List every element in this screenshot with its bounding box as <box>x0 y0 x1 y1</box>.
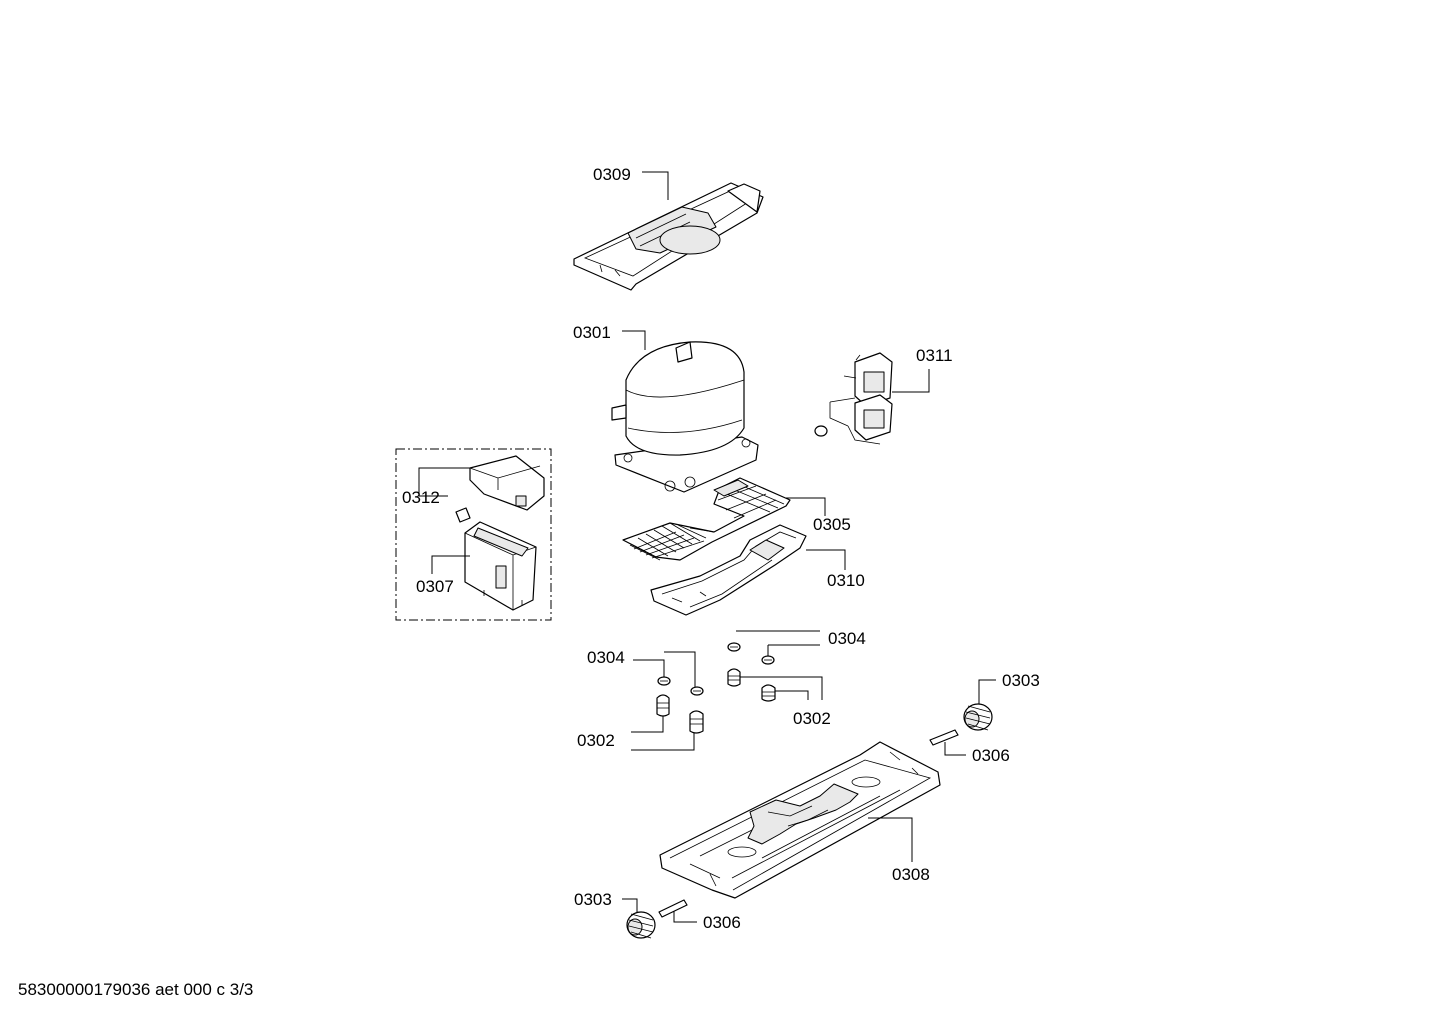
label-0302-right: 0302 <box>793 709 831 728</box>
leader-0303-top <box>978 679 996 704</box>
part-0308-baseplate <box>659 741 941 899</box>
label-0306-bottom: 0306 <box>703 913 741 932</box>
part-0302-grommets-left <box>656 694 704 734</box>
label-0311: 0311 <box>916 346 953 365</box>
label-0302-left: 0302 <box>577 731 615 750</box>
part-0302-grommets-right <box>727 668 776 702</box>
part-0312-cover <box>469 455 545 511</box>
part-0306-pin-bottom <box>658 899 688 918</box>
leader-0310 <box>806 549 846 570</box>
label-0301: 0301 <box>573 323 611 342</box>
label-0305: 0305 <box>813 515 851 534</box>
part-0301-compressor <box>611 341 759 493</box>
part-0305-grid <box>622 477 791 561</box>
part-0304-washers-right <box>727 642 775 665</box>
leader-0309 <box>642 171 669 200</box>
label-0304-right: 0304 <box>828 629 866 648</box>
label-0312: 0312 <box>402 488 440 507</box>
leader-0304-left <box>633 651 696 687</box>
part-0303-foot-bottom <box>626 911 656 939</box>
label-0308: 0308 <box>892 865 930 884</box>
leader-0302-left <box>631 716 695 751</box>
part-0307-module <box>455 507 537 611</box>
leader-0312 <box>418 467 470 497</box>
leader-0303-bottom <box>622 898 638 913</box>
label-0304-left: 0304 <box>587 648 625 667</box>
leader-0305 <box>786 497 826 516</box>
label-0307: 0307 <box>416 577 454 596</box>
label-0306-top: 0306 <box>972 746 1010 765</box>
leader-0306-top <box>944 742 966 756</box>
leader-0304-right <box>736 630 820 656</box>
leader-0311 <box>892 369 930 393</box>
label-0303-bottom: 0303 <box>574 890 612 909</box>
label-0309: 0309 <box>593 165 631 184</box>
part-0309-cover <box>573 182 764 291</box>
leader-0307 <box>431 555 470 574</box>
document-code: 58300000179036 aet 000 c 3/3 <box>18 980 254 999</box>
group-box-electronics <box>395 448 552 621</box>
part-0310-tray <box>650 524 807 616</box>
leader-0301 <box>622 330 646 350</box>
leader-0302-right <box>740 676 823 700</box>
part-0304-washers-left <box>657 676 704 696</box>
part-0306-pin-top <box>929 729 959 746</box>
leader-0308 <box>868 817 913 862</box>
label-0303-top: 0303 <box>1002 671 1040 690</box>
label-0310: 0310 <box>827 571 865 590</box>
leader-0306-bottom <box>673 911 697 923</box>
part-0311-relay <box>814 352 893 445</box>
part-0303-foot-top <box>963 703 993 731</box>
